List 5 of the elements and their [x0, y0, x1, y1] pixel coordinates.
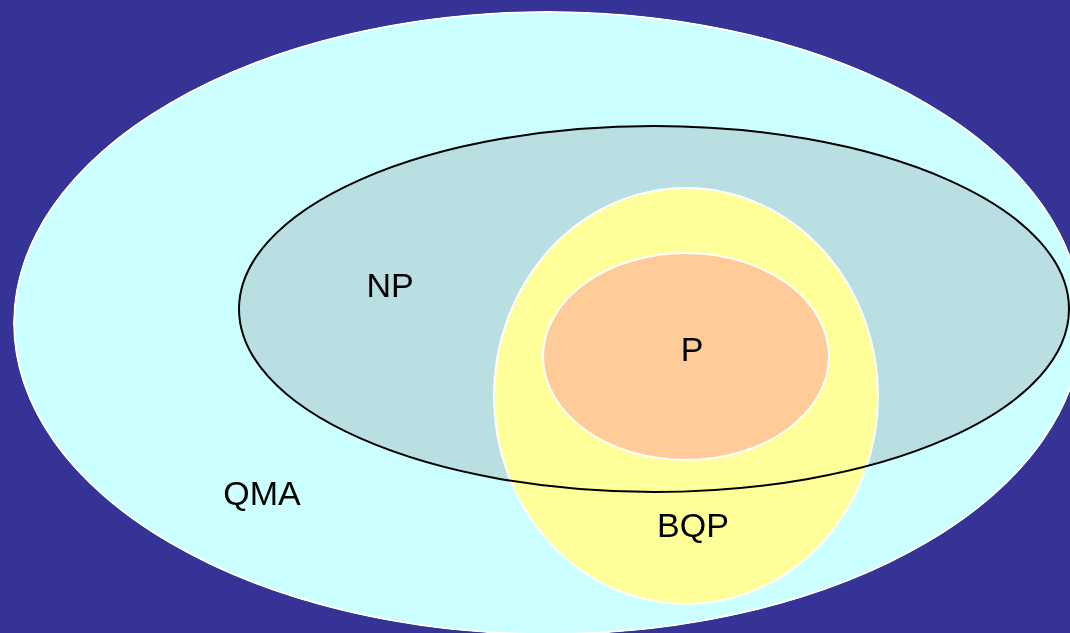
set-label: QMA [223, 473, 301, 513]
set-label: NP [366, 265, 414, 305]
set-ellipse [542, 252, 830, 461]
set-label: P [680, 329, 704, 369]
set-label: BQP [657, 505, 729, 545]
